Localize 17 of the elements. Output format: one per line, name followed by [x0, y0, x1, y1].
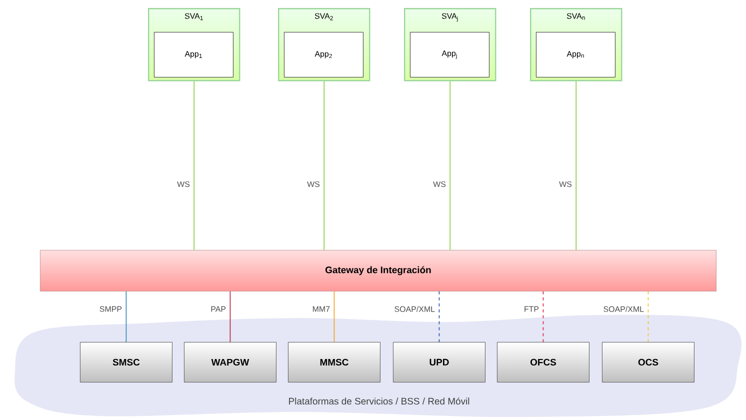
gateway-bar: Gateway de Integración: [40, 250, 716, 292]
connector-line: [576, 80, 577, 250]
connector-line: [194, 80, 195, 250]
connector-line: [126, 290, 127, 342]
platform-box: SMSC: [80, 342, 172, 382]
connector-line: [648, 290, 649, 342]
platform-box: MMSC: [288, 342, 380, 382]
connector-line: [324, 80, 325, 250]
connector-line: [230, 290, 231, 342]
platform-box: WAPGW: [184, 342, 276, 382]
platform-box: UPD: [393, 342, 486, 382]
platform-box: OCS: [602, 342, 694, 382]
connector-line: [334, 290, 335, 342]
connector-line: [450, 80, 451, 250]
platform-box: OFCS: [497, 342, 590, 382]
connector-line: [542, 290, 544, 342]
connector-line: [438, 290, 440, 342]
